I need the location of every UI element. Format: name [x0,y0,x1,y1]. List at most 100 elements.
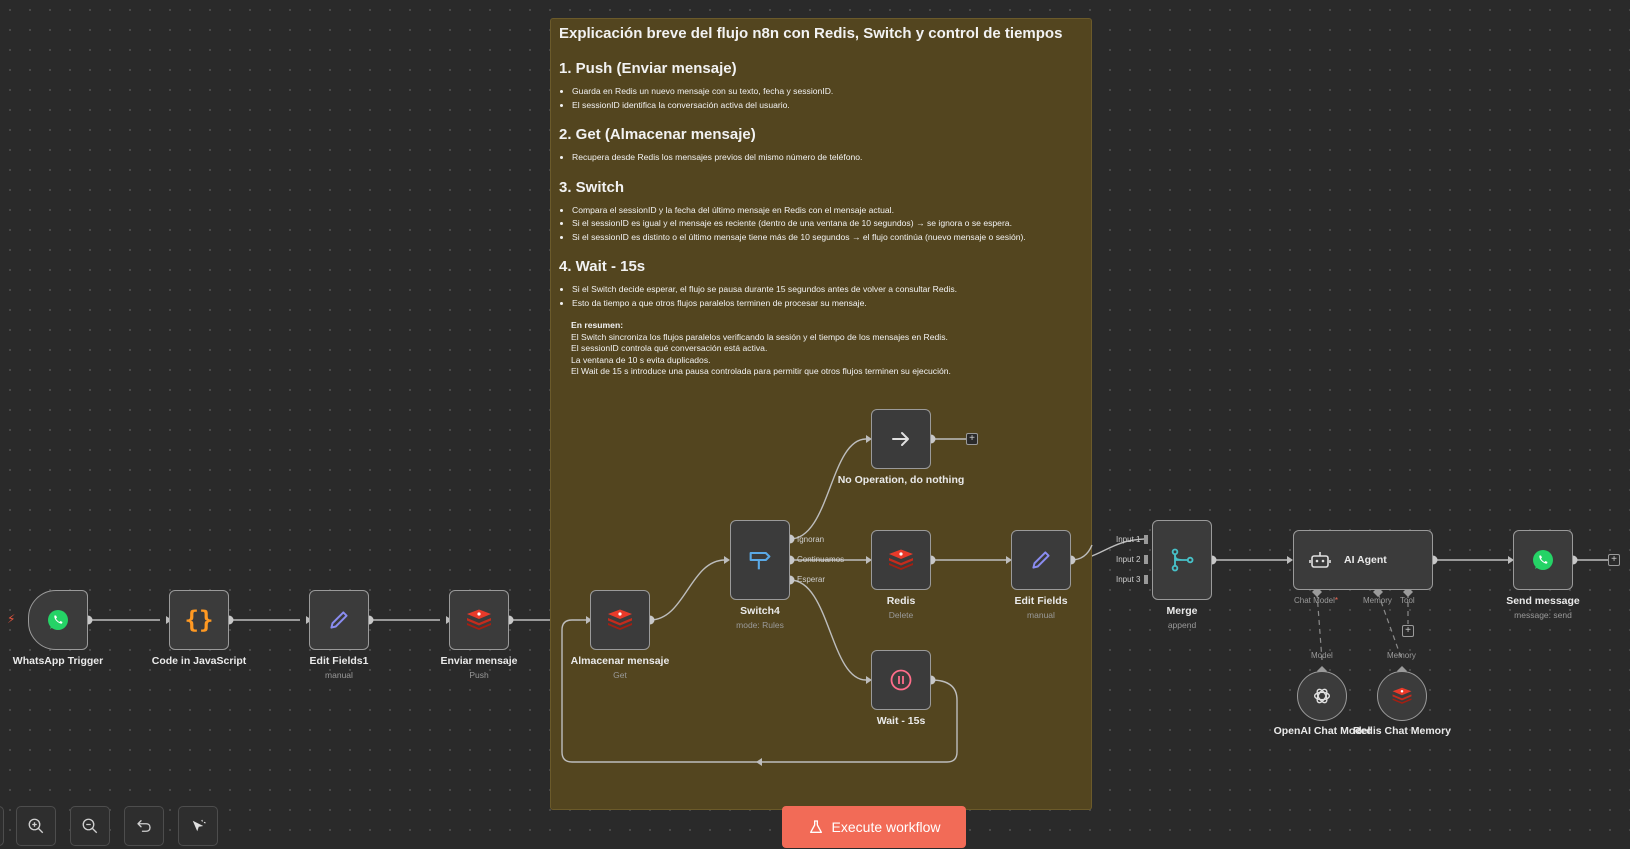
summary-line: El sessionID controla qué conversación e… [571,343,768,353]
summary-line: El Wait de 15 s introduce una pausa cont… [571,366,951,376]
redis-icon [608,609,632,630]
arrow-right-icon [892,432,909,446]
summary-line: El Switch sincroniza los flujos paralelo… [571,331,948,342]
agent-port-memory: Memory [1363,596,1392,605]
label-no-op: No Operation, do nothing [837,474,965,486]
execute-workflow-label: Execute workflow [831,819,941,835]
sticky-section-1: 1. Push (Enviar mensaje) Guarda en Redis… [559,60,1083,112]
label-edit-fields: Edit Fields [1014,595,1068,607]
sticky-section-3: 3. Switch Compara el sessionID y la fech… [559,179,1083,245]
sticky-note[interactable]: Explicación breve del flujo n8n con Redi… [550,18,1092,810]
undo-button[interactable] [124,806,164,846]
label-send-message: Send message [1506,595,1580,607]
signpost-icon [749,551,771,570]
sticky-section-2: 2. Get (Almacenar mensaje) Recupera desd… [559,126,1083,165]
summary-line: En resumen: [571,320,624,330]
pencil-icon [1032,551,1050,569]
required-mark: * [1334,596,1339,605]
sub-edit-fields: manual [1027,610,1055,620]
memory-port-label: Memory [1387,651,1416,660]
label-ai-agent: AI Agent [1344,554,1387,566]
bullet: Si el Switch decide esperar, el flujo se… [572,283,1083,297]
node-redis-chat-memory[interactable] [1377,671,1427,721]
sub-redis: Delete [888,610,914,620]
section-heading: 2. Get (Almacenar mensaje) [559,126,756,143]
zoom-in-icon [28,818,44,834]
redis-icon [467,609,491,630]
node-almacenar-mensaje[interactable] [590,590,650,650]
label-wait: Wait - 15s [876,715,926,727]
node-openai-chat-model[interactable] [1297,671,1347,721]
toolbar-partial-button[interactable] [0,806,4,846]
label-redis-chat-memory: Redis Chat Memory [1352,725,1452,737]
node-edit-fields1[interactable] [309,590,369,650]
code-braces-icon: {} [184,606,214,634]
node-ai-agent[interactable]: AI Agent [1293,530,1433,590]
node-merge[interactable] [1152,520,1212,600]
redis-icon [889,549,913,570]
section-heading: 3. Switch [559,178,625,196]
label-switch4: Switch4 [740,605,780,617]
whatsapp-icon [48,610,68,630]
label-openai-chat-model: OpenAI Chat Model [1273,725,1371,737]
bullet: Compara el sessionID y la fecha del últi… [572,204,1083,218]
node-send-message[interactable] [1513,530,1573,590]
model-port-label: Model [1311,651,1333,660]
add-node-button[interactable]: + [966,433,978,445]
wand-icon [192,819,206,832]
node-enviar-mensaje[interactable] [449,590,509,650]
redis-icon [1392,687,1412,704]
add-tool-button[interactable]: + [1402,625,1414,637]
node-wait[interactable] [871,650,931,710]
pause-icon [890,669,912,691]
switch-output-continuamos: Continuamos [797,555,845,564]
merge-icon [1171,548,1194,572]
node-switch4[interactable] [730,520,790,600]
sub-send-message: message: send [1514,610,1572,620]
bullet: Si el sessionID es igual y el mensaje es… [572,217,1083,231]
sub-switch4: mode: Rules [736,620,784,630]
merge-input-1: Input 1 [1116,535,1141,544]
undo-icon [137,820,151,832]
sub-edit-fields1: manual [325,670,353,680]
flask-icon [809,820,822,833]
label-enviar-mensaje: Enviar mensaje [440,655,518,667]
section-heading: 1. Push (Enviar mensaje) [559,60,737,77]
node-no-op[interactable] [871,409,931,469]
tidy-up-button[interactable] [178,806,218,846]
bullet: El sessionID identifica la conversación … [572,99,1083,113]
label-code-js: Code in JavaScript [151,655,247,667]
sub-enviar-mensaje: Push [469,670,489,680]
zoom-out-icon [82,818,98,834]
label-whatsapp-trigger: WhatsApp Trigger [12,655,104,667]
switch-output-esperar: Esperar [797,575,826,584]
label-almacenar-mensaje: Almacenar mensaje [570,655,670,667]
node-edit-fields[interactable] [1011,530,1071,590]
sub-almacenar-mensaje: Get [613,670,627,680]
trigger-bolt-icon: ⚡ [7,612,16,626]
node-whatsapp-trigger[interactable] [28,590,88,650]
node-redis-delete[interactable] [871,530,931,590]
zoom-out-button[interactable] [70,806,110,846]
merge-input-2: Input 2 [1116,555,1141,564]
agent-port-chat-model: Chat Model* [1294,596,1339,605]
sticky-title: Explicación breve del flujo n8n con Redi… [559,25,1063,42]
bullet: Recupera desde Redis los mensajes previo… [572,151,1083,165]
bullet: Si el sessionID es distinto o el último … [572,231,1083,245]
pencil-icon [330,611,348,629]
section-heading: 4. Wait - 15s [559,258,646,275]
label-edit-fields1: Edit Fields1 [309,655,369,667]
node-code-js[interactable]: {} [169,590,229,650]
execute-workflow-button[interactable]: Execute workflow [782,806,966,848]
sticky-section-4: 4. Wait - 15s Si el Switch decide espera… [559,258,1083,310]
sticky-summary: En resumen: El Switch sincroniza los flu… [571,320,1083,378]
zoom-in-button[interactable] [16,806,56,846]
merge-input-3: Input 3 [1116,575,1141,584]
robot-icon [1309,552,1331,568]
bullet: Guarda en Redis un nuevo mensaje con su … [572,85,1083,99]
label-redis: Redis [886,595,916,607]
add-node-button[interactable]: + [1608,554,1620,566]
label-merge: Merge [1166,605,1198,617]
sub-merge: append [1167,620,1197,630]
openai-icon [1313,688,1331,704]
